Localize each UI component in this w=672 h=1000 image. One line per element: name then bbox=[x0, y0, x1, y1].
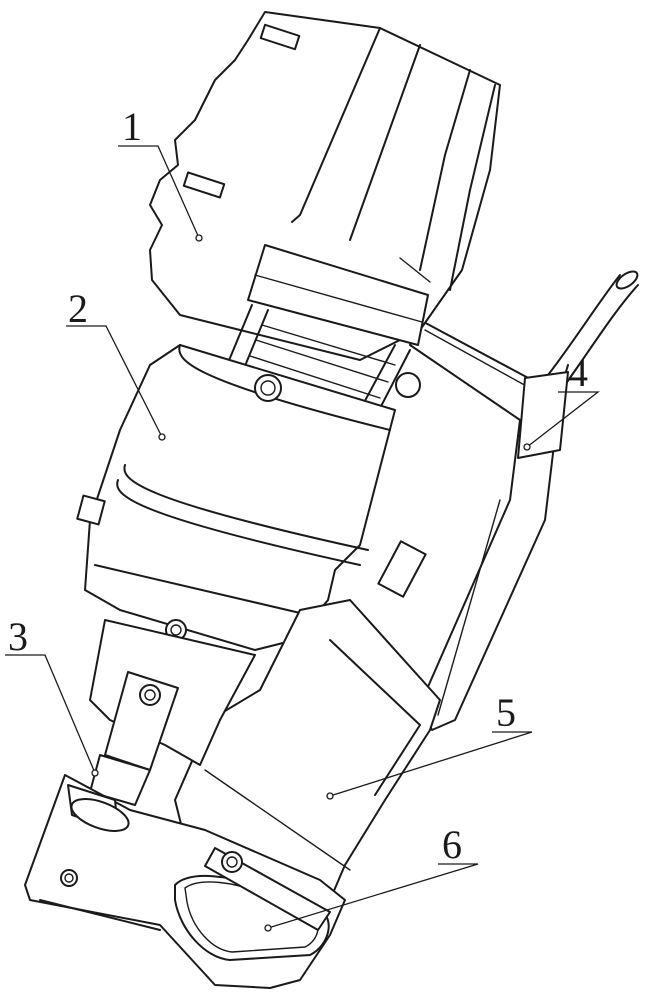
callout-4-label: 4 bbox=[568, 350, 588, 395]
callout-2-label: 2 bbox=[68, 286, 88, 331]
coupling-collar bbox=[247, 244, 429, 346]
punch-rod bbox=[89, 619, 256, 806]
callout-1-label: 1 bbox=[122, 104, 142, 149]
callout-3-label: 3 bbox=[8, 614, 28, 659]
callout-leaders bbox=[5, 145, 600, 932]
callout-6-label: 6 bbox=[442, 822, 462, 867]
power-cable bbox=[517, 270, 639, 459]
hydraulic-cylinder bbox=[76, 344, 396, 651]
die-base bbox=[24, 774, 346, 989]
callout-5-label: 5 bbox=[496, 690, 516, 735]
motor-housing bbox=[149, 11, 501, 361]
